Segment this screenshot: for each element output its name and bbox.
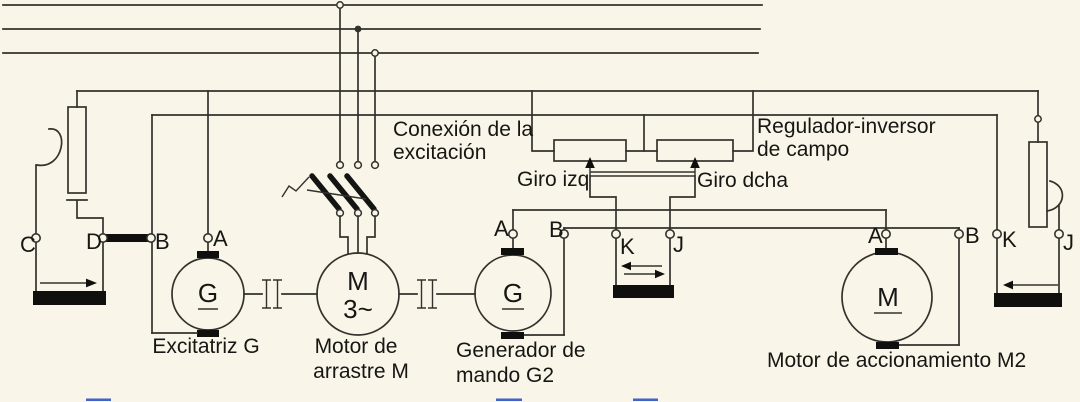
terminal-d-label: D (86, 229, 102, 254)
terminal-b-g2 (558, 229, 569, 240)
wiper-arc-right (1046, 179, 1064, 212)
m2-field-rheostat: K J (991, 114, 1074, 307)
motor-arrastre-phase: 3~ (343, 294, 373, 324)
annotations: Conexión de la excitación Regulador-inve… (393, 115, 936, 192)
excitatriz-field-rheostat: C D B (20, 90, 170, 305)
giro-izq-label: Giro izq (517, 168, 589, 191)
arrow-left-icon (621, 261, 631, 271)
d-b-resistor-bar (106, 234, 148, 242)
terminal-c-label: C (20, 232, 36, 257)
generador-mando-symbol: G (503, 278, 523, 308)
generador-mando-caption-1: Generador de (456, 339, 586, 362)
switch-handle (281, 176, 310, 198)
generador-mando-caption-2: mando G2 (456, 364, 554, 387)
rheostat-track-mid (613, 285, 674, 298)
arrow-left-icon (1003, 280, 1013, 290)
terminal-d (98, 233, 109, 244)
generador-mando-machine: A B G Generador de mando G2 (456, 209, 586, 387)
arrow-right-icon (655, 269, 665, 279)
coupling-m-g2 (398, 279, 476, 309)
resistor-left (67, 106, 87, 194)
bus-tap-1 (336, 1, 344, 9)
terminal-a-excitatriz-label: A (213, 226, 228, 251)
arrow-right-icon (86, 278, 97, 288)
armature-loop (512, 209, 960, 229)
rheostat-track-right (994, 293, 1062, 307)
coupling-g-m (243, 279, 318, 309)
motor-accionamiento-symbol: M (877, 282, 899, 312)
terminal-j-right-label: J (1063, 230, 1074, 255)
terminal-k-mid (610, 229, 621, 240)
terminal-j-mid (664, 229, 675, 240)
excitatriz-machine: A G Excitatriz G (151, 226, 260, 358)
terminal-a-g2 (507, 229, 518, 240)
terminal-k-mid-label: K (620, 234, 635, 259)
resistor-right (1028, 141, 1048, 228)
terminal-j-mid-label: J (673, 232, 684, 257)
excitation-connection-label-1: Conexión de la (393, 118, 533, 141)
wiper-arrow-left-icon (585, 157, 595, 168)
bus-tap-3 (371, 49, 379, 57)
terminal-k-right (991, 229, 1002, 240)
terminal-b-left-label: B (155, 229, 170, 254)
field-regulator-label-2: de campo (757, 138, 849, 161)
terminal-b-g2-label: B (549, 217, 564, 242)
main-switch (281, 173, 380, 255)
three-phase-bus (2, 1, 763, 170)
rheostat-track-left (33, 291, 106, 305)
excitatriz-caption: Excitatriz G (152, 335, 259, 358)
terminal-a-excitatriz (203, 233, 214, 244)
terminal-a-m2-label: A (868, 223, 883, 248)
terminal-a-m2 (880, 229, 891, 240)
wiper-arc-left (36, 128, 63, 166)
excitatriz-symbol: G (198, 278, 218, 308)
motor-accionamiento-caption: Motor de accionamiento M2 (767, 349, 1026, 372)
blue-artifact-marks (86, 398, 658, 401)
motor-arrastre-symbol: M (347, 266, 369, 296)
motor-arrastre-caption-2: arrastre M (313, 360, 409, 383)
excitation-connection-label-2: excitación (393, 141, 486, 164)
terminal-c (30, 233, 41, 244)
terminal-a-g2-label: A (494, 216, 509, 241)
giro-dcha-label: Giro dcha (697, 169, 788, 192)
terminal-k-right-label: K (1002, 227, 1017, 252)
terminal-b-m2 (953, 229, 964, 240)
wiper-arrow-right-icon (690, 157, 700, 168)
motor-accionamiento-machine: A B M Motor de accionamiento M2 (767, 209, 1026, 372)
bus-tap-2 (354, 25, 362, 33)
motor-arrastre-caption-1: Motor de (315, 335, 398, 358)
motor-arrastre-machine: M 3~ Motor de arrastre M (313, 252, 409, 383)
excitation-buses (76, 90, 1042, 334)
field-regulator-label-1: Regulador-inversor (757, 115, 936, 138)
field-regulator: K J (553, 139, 734, 298)
terminal-j-right (1054, 229, 1065, 240)
terminal-b-m2-label: B (965, 223, 980, 248)
terminal-b-left (146, 233, 157, 244)
